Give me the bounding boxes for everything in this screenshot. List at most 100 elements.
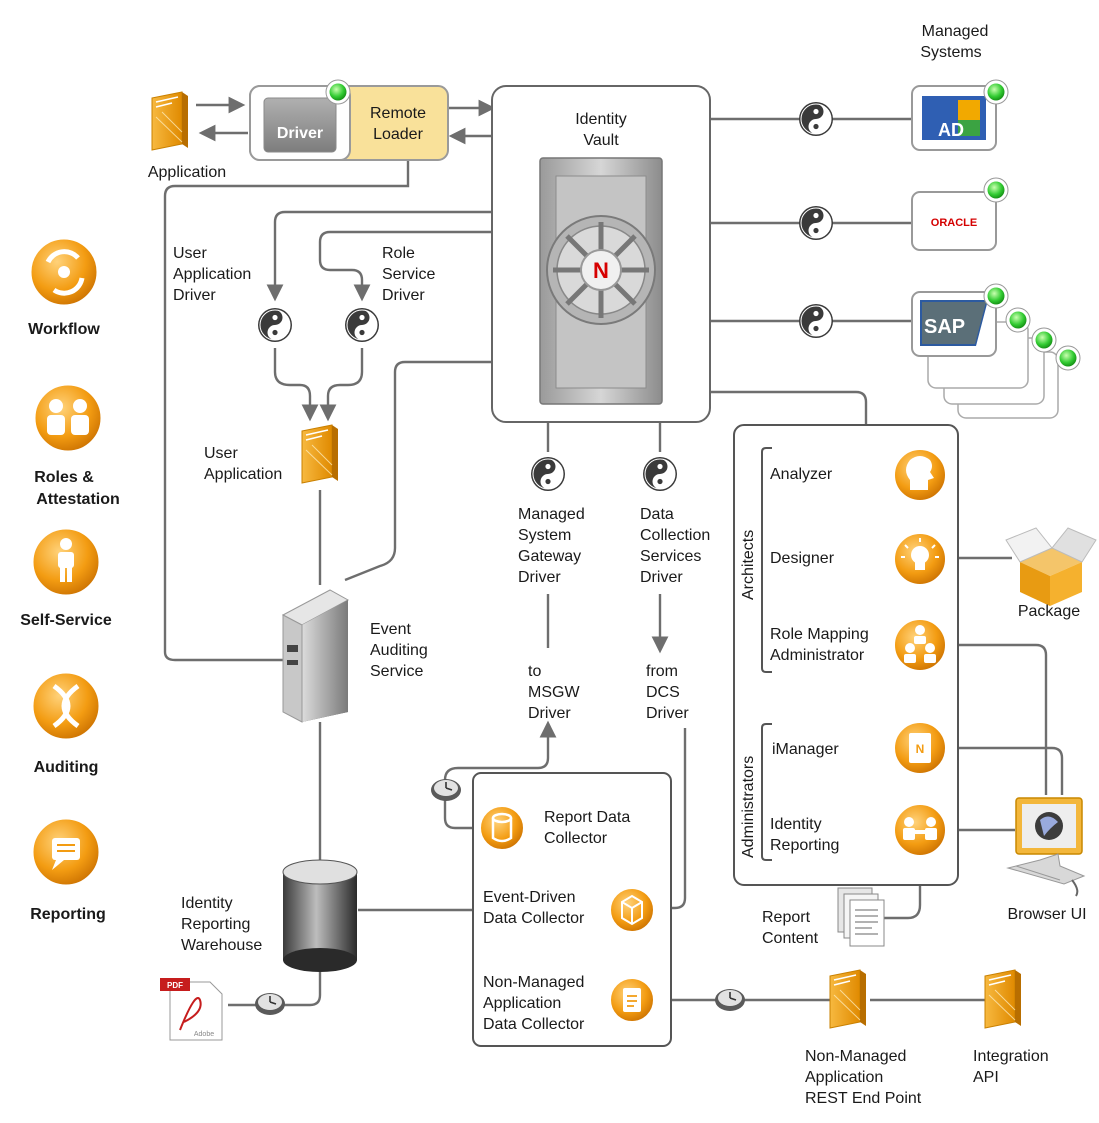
sap-status-light-2-icon — [1005, 307, 1031, 333]
pdf-tag-text: PDF — [167, 981, 183, 990]
rest-endpoint-label-2: Application — [805, 1069, 883, 1086]
workflow-icon — [45, 249, 85, 296]
driver-status-light-icon — [325, 79, 351, 105]
feature-auditing: Auditing — [30, 670, 102, 776]
designer-tool: Designer — [770, 532, 947, 586]
database-icon — [282, 859, 358, 972]
user-application-label-1: User — [204, 445, 238, 462]
pdf-report-node: PDF Adobe — [160, 978, 286, 1041]
role-mapping-administrator-tool: Role Mapping Administrator — [770, 618, 947, 672]
dcs-driver-label-4: Driver — [640, 569, 683, 586]
report-documents-icon — [837, 887, 885, 947]
oracle-status-light-icon — [983, 177, 1009, 203]
application-label: Application — [148, 164, 226, 181]
user-app-driver-label-3: Driver — [173, 287, 216, 304]
package-box-icon — [1005, 527, 1097, 606]
integration-api-node: Integration API — [973, 969, 1049, 1086]
role-service-driver-label-1: Role — [382, 245, 415, 262]
reporting-icon — [52, 838, 80, 870]
warehouse-label-3: Warehouse — [181, 937, 262, 954]
integration-api-label-2: API — [973, 1069, 999, 1086]
report-content-label-1: Report — [762, 909, 811, 926]
to-msgw-label-2: MSGW — [528, 684, 580, 701]
feature-reporting: Reporting — [30, 816, 106, 923]
feature-auditing-label: Auditing — [34, 759, 99, 776]
integration-api-book-icon — [984, 969, 1022, 1029]
remote-loader-label-2: Loader — [373, 126, 423, 143]
imanager-icon: N — [909, 733, 931, 763]
feature-roles-label: Roles & — [34, 469, 94, 486]
managed-systems-group: Managed Systems AD ORACLE SAP — [798, 23, 1081, 419]
box-collector-icon — [621, 894, 643, 926]
identity-reporting-icon — [903, 817, 937, 840]
role-service-driver-label-3: Driver — [382, 287, 425, 304]
sap-status-light-icon — [983, 283, 1009, 309]
rest-endpoint-book-icon — [829, 969, 867, 1029]
report-content-label-2: Content — [762, 930, 819, 947]
identity-reporting-label-1: Identity — [770, 816, 822, 833]
ad-connector-yinyang-icon — [798, 101, 834, 137]
msg-driver-label-4: Driver — [518, 569, 561, 586]
event-auditing-label-3: Service — [370, 663, 423, 680]
non-managed-application-data-collector: Non-Managed Application Data Collector — [483, 974, 655, 1033]
user-app-driver-label-1: User — [173, 245, 207, 262]
event-driven-data-collector: Event-Driven Data Collector — [483, 887, 655, 933]
dcs-driver-label-1: Data — [640, 506, 674, 523]
imanager-label: iManager — [772, 741, 839, 758]
oracle-system: ORACLE — [911, 177, 1009, 251]
designer-lightbulb-icon — [901, 538, 939, 570]
analyzer-head-icon — [906, 456, 934, 490]
remote-loader-label-1: Remote — [370, 105, 426, 122]
from-dcs-label-2: DCS — [646, 684, 680, 701]
dcs-driver-label-2: Collection — [640, 527, 710, 544]
feature-self-service-label: Self-Service — [20, 612, 112, 629]
architects-group-label: Architects — [740, 530, 757, 600]
warehouse-schedule-clock-icon — [254, 992, 286, 1016]
rest-endpoint-label-3: REST End Point — [805, 1090, 922, 1107]
warehouse-label-2: Reporting — [181, 916, 250, 933]
svg-text:N: N — [916, 742, 925, 756]
administrators-group-label: Administrators — [740, 756, 757, 858]
from-dcs-label-1: from — [646, 663, 678, 680]
to-msgw-label-3: Driver — [528, 705, 571, 722]
data-collectors-panel: Report Data Collector Event-Driven Data … — [430, 772, 672, 1047]
oracle-connector-yinyang-icon — [798, 205, 834, 241]
database-collector-icon — [491, 812, 513, 843]
feature-self-service: Self-Service — [20, 526, 112, 629]
feature-attestation-label: Attestation — [36, 491, 120, 508]
user-app-driver-label-2: Application — [173, 266, 251, 283]
imanager-tool: iManager N — [772, 721, 947, 775]
browser-ui-node: Browser UI — [1006, 797, 1087, 923]
package-node: Package — [1005, 527, 1097, 620]
feature-workflow-label: Workflow — [28, 321, 100, 338]
msg-driver-label-1: Managed — [518, 506, 585, 523]
managed-systems-label-1: Managed — [922, 23, 989, 40]
warehouse-label-1: Identity — [181, 895, 233, 912]
event-auditing-label-2: Auditing — [370, 642, 428, 659]
tools-panel: Architects Administrators Analyzer Desig… — [733, 424, 959, 886]
identity-vault-label-2: Vault — [583, 132, 619, 149]
sap-logo-text: SAP — [924, 316, 965, 338]
ad-status-light-icon — [983, 79, 1009, 105]
remote-loader-node: Driver Remote Loader — [249, 79, 449, 161]
monitor-icon — [1006, 797, 1086, 897]
report-data-collector-clock-icon — [430, 778, 462, 802]
role-service-driver-label-2: Service — [382, 266, 435, 283]
event-driven-collector-label-2: Data Collector — [483, 910, 585, 927]
managed-system-gateway-driver-node: Managed System Gateway Driver to MSGW Dr… — [518, 456, 585, 722]
report-data-collector: Report Data Collector — [479, 805, 630, 851]
report-data-collector-label-2: Collector — [544, 830, 608, 847]
sap-systems-stack: SAP — [911, 283, 1081, 419]
document-collector-icon — [623, 988, 641, 1012]
feature-workflow: Workflow — [28, 236, 100, 338]
self-service-icon — [58, 538, 74, 582]
identity-reporting-warehouse-node: Identity Reporting Warehouse — [181, 859, 358, 972]
dcs-driver-yinyang-icon — [642, 456, 678, 492]
integration-api-label-1: Integration — [973, 1048, 1049, 1065]
ad-logo-text: AD — [938, 120, 964, 140]
role-mapping-label-1: Role Mapping — [770, 626, 869, 643]
role-mapping-label-2: Administrator — [770, 647, 865, 664]
sap-connector-yinyang-icon — [798, 303, 834, 339]
